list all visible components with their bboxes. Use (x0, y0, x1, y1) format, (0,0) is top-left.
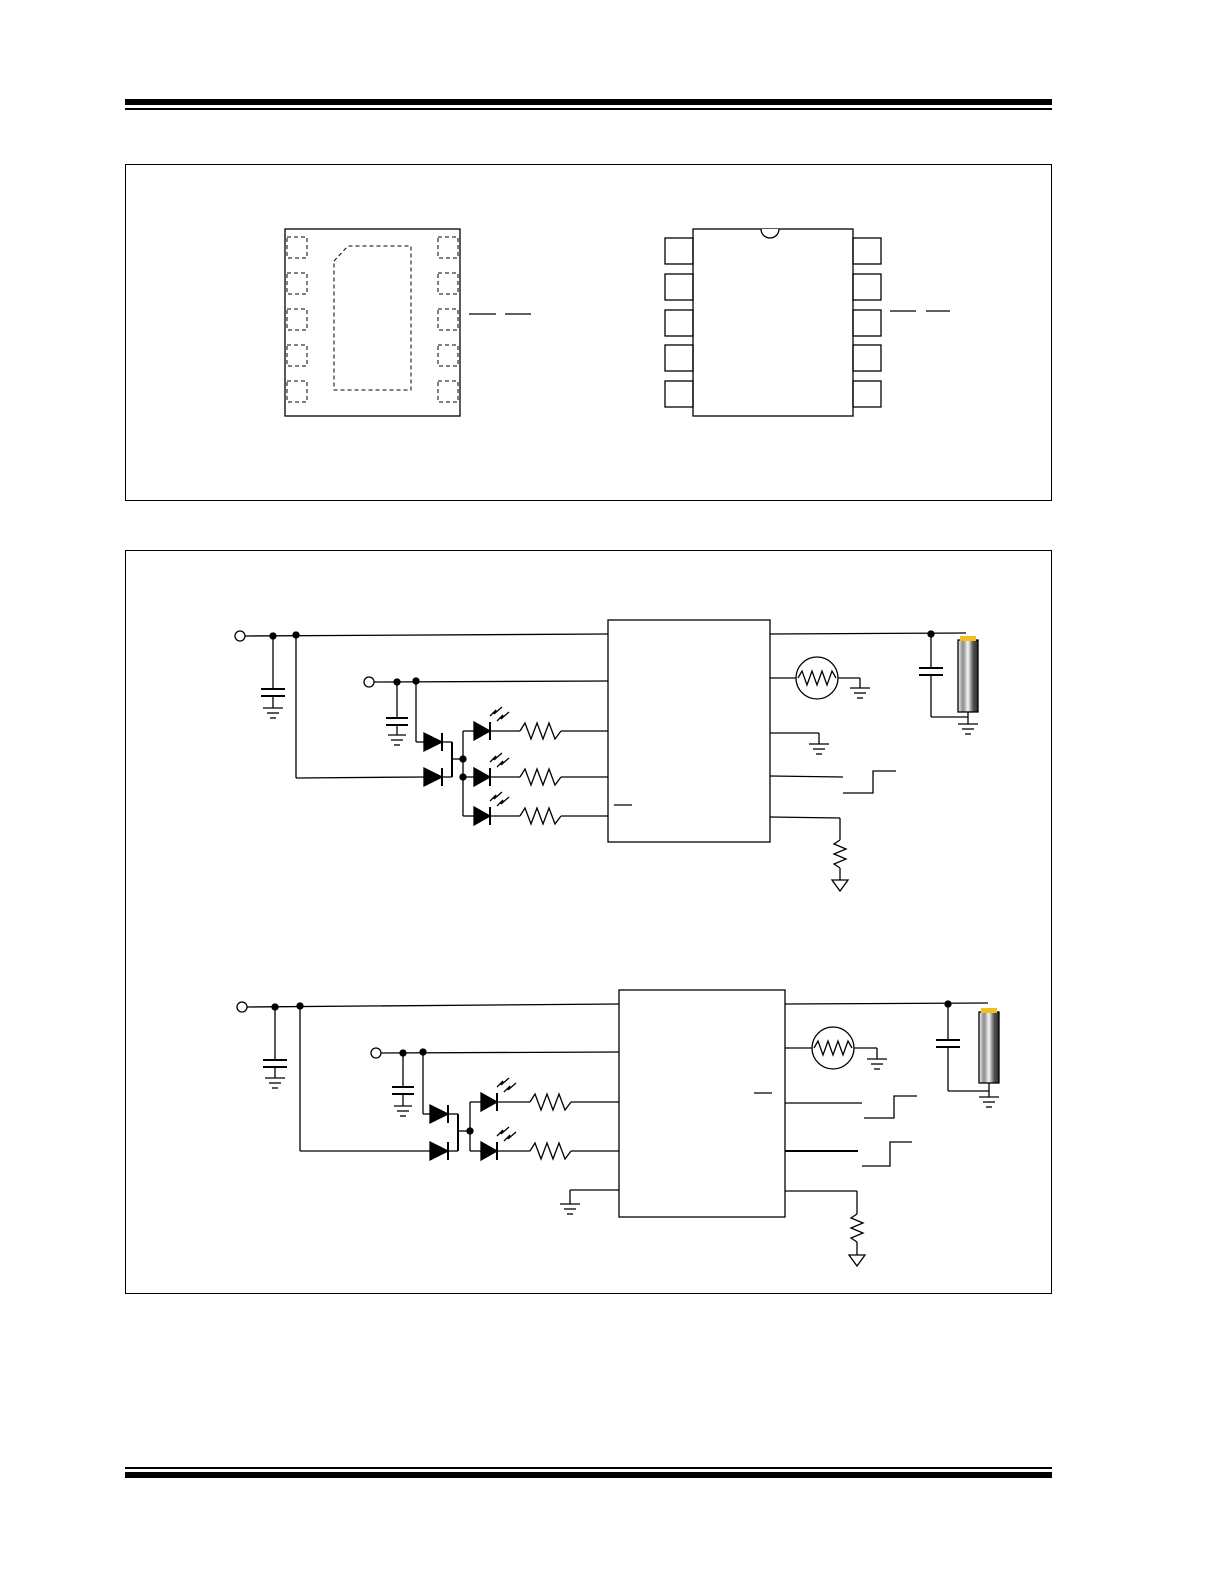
input-terminal (370, 1047, 382, 1059)
circuit-figure-frame (125, 550, 1052, 1294)
footer-rule-thick (125, 1472, 1052, 1478)
dfn-package (284, 228, 531, 417)
circuit-1 (234, 619, 979, 893)
input-terminal (236, 1001, 248, 1013)
input-terminal (234, 630, 246, 642)
footer-rule-thin (125, 1467, 1052, 1469)
battery-cell (978, 1011, 1000, 1084)
input-terminal (363, 676, 375, 688)
thermistor (795, 656, 839, 700)
ic-2 (618, 989, 786, 1218)
package-figure-frame (125, 164, 1052, 501)
dip-package (664, 228, 950, 417)
header-rule-thick (125, 99, 1052, 105)
thermistor (811, 1026, 855, 1070)
header-rule-thin (125, 108, 1052, 110)
battery-cell (957, 639, 979, 713)
ic-1 (607, 619, 771, 843)
circuit-2 (236, 989, 1000, 1268)
